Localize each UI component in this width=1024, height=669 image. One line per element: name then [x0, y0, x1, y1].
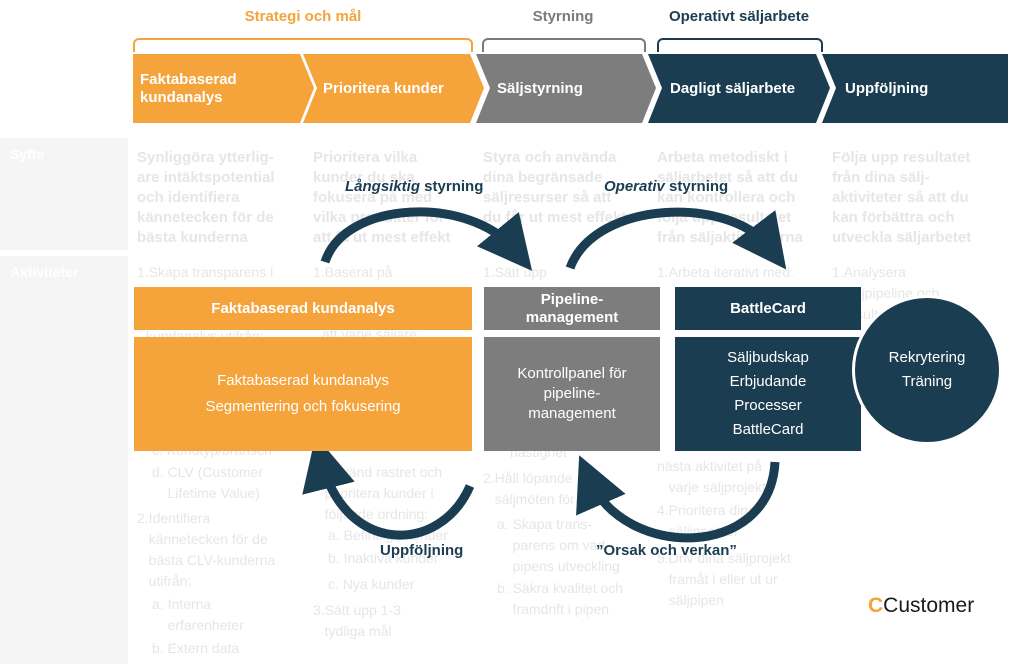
fakta-body-box: Faktabaserad kundanalys Segmentering och… [134, 337, 472, 451]
act-col3-2a: a. Skapa trans- parens om vad pipens utv… [497, 516, 620, 574]
category-operativt: Operativt säljarbete [668, 8, 810, 25]
loop-label-operativ: Operativ styrning [604, 178, 728, 195]
ccustomer-logo: CCustomer [868, 594, 974, 618]
fakta-header-box: Faktabaserad kundanalys [134, 287, 472, 330]
chevron-label-uppfoljning: Uppföljning [845, 79, 929, 97]
act-col1-2a: a. Interna erfarenheter [152, 596, 244, 633]
loop-arrow-bottom-right [576, 455, 780, 543]
act-col2-2c: c. Nya kunder [328, 576, 415, 592]
circle-line-1: Rekrytering [888, 349, 966, 366]
pipeline-body-box: Kontrollpanel för pipeline- management [484, 337, 660, 451]
loop-label-operativ-em: Operativ [604, 178, 665, 195]
battlecard-line-4: BattleCard [732, 421, 804, 438]
chevron-label-faktabaserad: Faktabaserad kundanalys [140, 70, 237, 106]
pipeline-header-box: Pipeline- management [484, 287, 660, 330]
process-chevrons [133, 54, 1008, 123]
act-col4-5: 5.Driv dina säljprojekt framåt i eller u… [657, 550, 791, 608]
category-strategi: Strategi och mål [244, 8, 362, 25]
act-col1-2: 2.Identifiera kännetecken för de bästa C… [137, 510, 276, 589]
act-col1-2b: b. Extern data [152, 640, 240, 656]
bracket-styrning [482, 38, 646, 52]
loop-label-langsiktig-rest: styrning [420, 178, 484, 195]
syfte-text-1: Synliggöra ytterlig- are intäktspotentia… [137, 149, 275, 246]
category-styrning: Styrning [532, 8, 594, 25]
row-label-aktiviteter: Aktiviteter [0, 256, 128, 664]
chevron-faktabaserad [133, 54, 314, 123]
logo-text: Customer [883, 594, 975, 617]
loop-arrow-bottom-left [302, 435, 475, 540]
chevron-label-dagligt: Dagligt säljarbete [670, 79, 796, 97]
rekrytering-circle: Rekrytering Träning [852, 295, 1002, 445]
act-col4-mid: nästa aktivitet på varje säljprojekt [657, 458, 766, 495]
fakta-line-1: Faktabaserad kundanalys [217, 372, 389, 389]
chevron-label-prioritera: Prioritera kunder [323, 79, 444, 97]
circle-line-2: Träning [901, 373, 953, 390]
act-col2-3: 3.Sätt upp 1-3 tydliga mål [313, 602, 401, 639]
chevron-uppfoljning [822, 54, 1008, 123]
loop-label-orsak: ”Orsak och verkan” [596, 542, 737, 559]
loop-arrow-top-right [565, 207, 787, 270]
chevron-prioritera [303, 54, 484, 123]
loop-label-uppfoljning: Uppföljning [380, 542, 464, 559]
battlecard-line-2: Erbjudande [729, 373, 807, 390]
act-col2-2b: b. Inaktiva kunder [328, 550, 439, 566]
bracket-operativt [657, 38, 823, 52]
loop-label-langsiktig-em: Långsiktig [345, 178, 421, 195]
logo-mark: C [868, 594, 884, 617]
battlecard-line-3: Processer [734, 397, 802, 414]
loop-label-operativ-rest: styrning [664, 178, 729, 195]
act-col2-2: 2.Använd rastret och prioritera kunder i… [313, 464, 443, 522]
loop-label-langsiktig: Långsiktig styrning [345, 178, 483, 195]
loop-arrow-top-left [320, 207, 533, 271]
syfte-text-5: Följa upp resultatet från dina sälj- akt… [832, 149, 972, 246]
act-col1-d: d. CLV (Customer Lifetime Value) [152, 464, 263, 501]
fakta-line-2: Segmentering och fokusering [205, 398, 401, 415]
act-col2-top: 1.Baserat på [313, 264, 393, 280]
act-col1-top: 1.Skapa transparens i [137, 264, 274, 280]
row-label-syfte: Syfte [0, 138, 128, 250]
battlecard-line-1: Säljbudskap [727, 349, 809, 366]
chevron-label-saljstyrning: Säljstyrning [497, 79, 583, 97]
chevron-saljstyrning [476, 54, 656, 123]
chevron-dagligt [648, 54, 830, 123]
act-col3-2b: b. Säkra kvalitet och framdrift i pipen [497, 580, 624, 617]
battlecard-body-box: Säljbudskap Erbjudande Processer BattleC… [675, 337, 861, 451]
battlecard-header-box: BattleCard [675, 287, 861, 330]
bracket-strategi [133, 38, 473, 52]
